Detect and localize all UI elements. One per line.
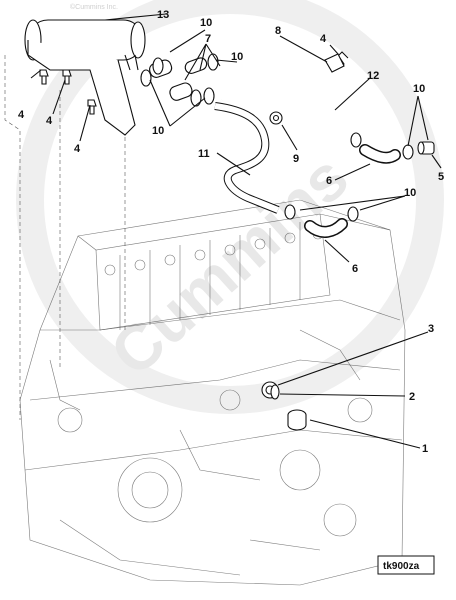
- callout-4: 4: [46, 115, 53, 127]
- callout-1: 1: [422, 443, 428, 455]
- tank-part-13: [24, 19, 146, 136]
- callout-10: 10: [404, 187, 416, 199]
- callout-10: 10: [152, 125, 164, 137]
- callout-4: 4: [74, 143, 81, 155]
- callout-10: 10: [231, 51, 243, 63]
- callout-2: 2: [409, 391, 415, 403]
- fitting-part-9: [269, 111, 283, 125]
- elbow-hose-part-6: [304, 218, 348, 238]
- copyright-text: ©Cummins Inc.: [70, 3, 118, 11]
- callout-4: 4: [320, 33, 327, 45]
- bolt-part-4: [87, 99, 97, 115]
- bracket-part-8: [324, 53, 345, 73]
- callout-3: 3: [428, 323, 434, 335]
- bolt-part-4: [39, 69, 49, 85]
- callout-13: 13: [157, 9, 169, 21]
- callout-4: 4: [18, 109, 25, 121]
- callout-5: 5: [438, 171, 444, 183]
- callout-9: 9: [293, 153, 299, 165]
- washer-part-2: [270, 384, 280, 400]
- callout-8: 8: [275, 25, 281, 37]
- callout-6: 6: [326, 175, 332, 187]
- clamp-part-10: [284, 132, 414, 222]
- tube-part-12: [221, 85, 354, 137]
- callout-labels: 13 10 7 10 10 8 4 12 10 5 9 11 6 10 6 4 …: [18, 9, 444, 455]
- callout-12: 12: [367, 70, 379, 82]
- callout-6: 6: [352, 263, 358, 275]
- fitting-part-5: [417, 141, 435, 155]
- callout-7: 7: [205, 33, 211, 45]
- engine-block: [19, 199, 406, 586]
- drawing-reference-box: tk900za: [377, 555, 435, 575]
- callout-10: 10: [200, 17, 212, 29]
- callout-10: 10: [413, 83, 425, 95]
- drawing-reference: tk900za: [383, 561, 420, 572]
- cap-part-1: [287, 409, 307, 431]
- tube-part-11: [214, 102, 280, 214]
- callout-11: 11: [198, 148, 210, 160]
- elbow-hose-part-6: [359, 144, 401, 164]
- leader-lines: [30, 13, 442, 449]
